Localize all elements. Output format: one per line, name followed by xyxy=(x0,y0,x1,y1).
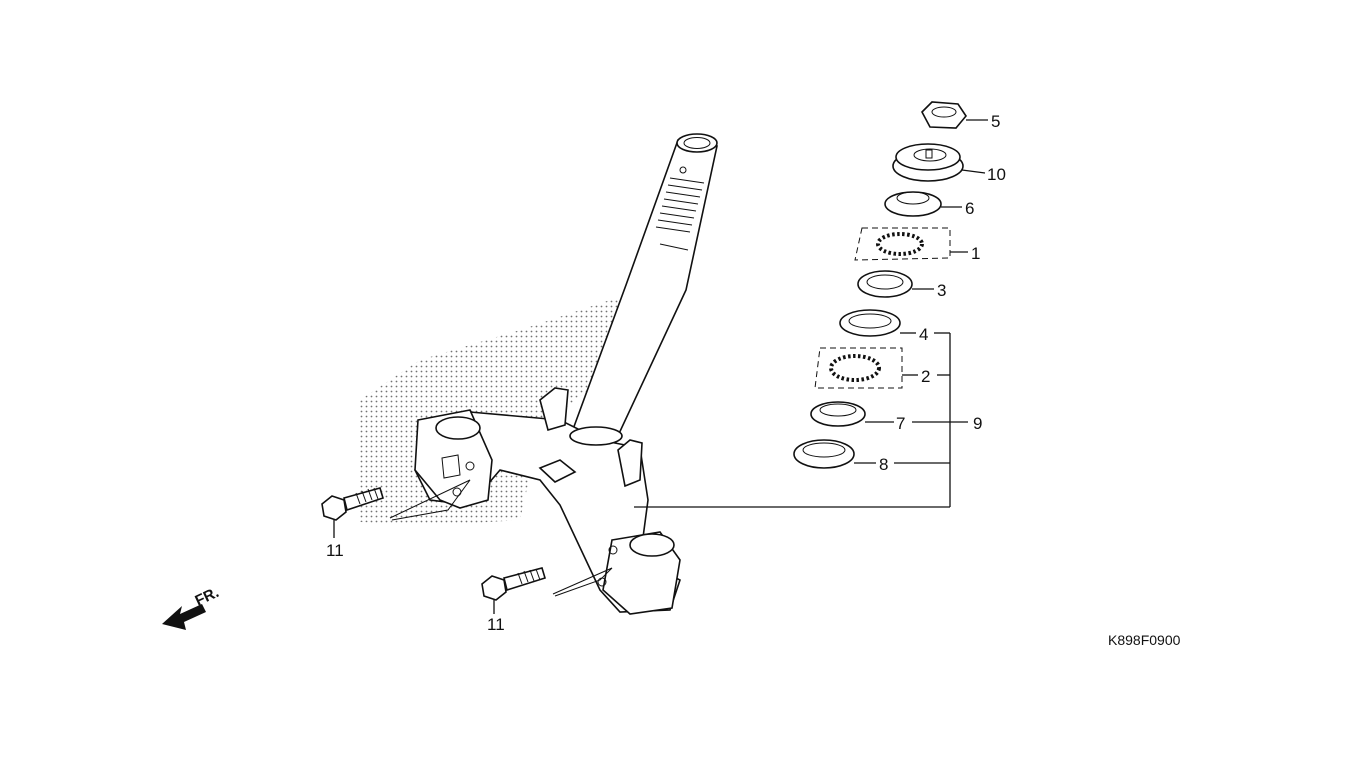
ball-bearing-icon xyxy=(814,347,903,389)
callout-10: 10 xyxy=(987,165,1006,184)
leader-lines xyxy=(333,119,988,614)
adjusting-nut-icon xyxy=(892,143,964,182)
lock-nut[interactable] xyxy=(921,101,967,129)
callout-8: 8 xyxy=(879,455,888,474)
callout-5: 5 xyxy=(991,112,1000,131)
figure-code: K898F0900 xyxy=(1108,632,1181,648)
callout-11-lower: 11 xyxy=(487,615,505,634)
ball-bearing-icon xyxy=(854,227,951,261)
bottom-cone-race[interactable] xyxy=(810,401,866,427)
front-direction-marker: FR. xyxy=(162,584,222,630)
flange-bolt-icon xyxy=(321,487,384,521)
dust-seal[interactable] xyxy=(793,439,855,469)
flange-bolt-icon xyxy=(481,567,546,601)
callout-9: 9 xyxy=(973,414,982,433)
ball-race-lower[interactable] xyxy=(839,309,901,337)
lock-nut-icon xyxy=(921,101,967,129)
callout-labels: 5 10 6 1 3 4 2 7 9 8 11 11 xyxy=(326,112,1006,634)
arrow-left-down-icon xyxy=(162,604,206,630)
front-label: FR. xyxy=(193,584,222,610)
ball-race-upper[interactable] xyxy=(857,270,913,298)
steering-stem[interactable] xyxy=(389,133,718,615)
bottom-cone-race-icon xyxy=(810,401,866,427)
callout-2: 2 xyxy=(921,367,930,386)
adjusting-nut[interactable] xyxy=(892,143,964,182)
ball-race-icon xyxy=(839,309,901,337)
callout-11-upper: 11 xyxy=(326,541,344,560)
callout-3: 3 xyxy=(937,281,946,300)
ball-race-icon xyxy=(857,270,913,298)
top-cone-race-icon xyxy=(884,191,942,217)
callout-4: 4 xyxy=(919,325,928,344)
callout-7: 7 xyxy=(896,414,905,433)
flange-bolt-upper[interactable] xyxy=(321,487,384,521)
callout-1: 1 xyxy=(971,244,980,263)
flange-bolt-lower[interactable] xyxy=(481,567,546,601)
top-cone-race[interactable] xyxy=(884,191,942,217)
steel-ball-lower[interactable] xyxy=(814,347,903,389)
callout-6: 6 xyxy=(965,199,974,218)
dust-seal-icon xyxy=(793,439,855,469)
steel-ball-upper[interactable] xyxy=(854,227,951,261)
